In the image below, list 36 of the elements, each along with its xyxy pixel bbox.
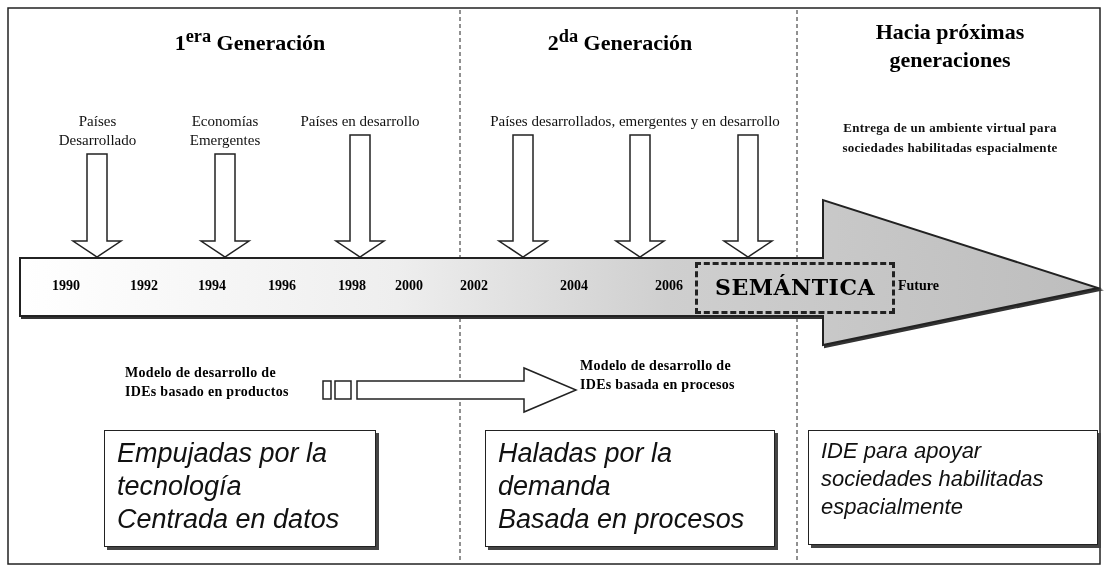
block-arrow bbox=[322, 366, 578, 414]
box-text: IDE para apoyar sociedades habilitadas espacialmente bbox=[821, 437, 1045, 521]
year-label: 1996 bbox=[268, 278, 296, 294]
block-arrow bbox=[333, 134, 387, 258]
country-label: Países desarrollados, emergentes y en desarrollo bbox=[480, 112, 790, 131]
country-label: Países Desarrollado bbox=[40, 112, 155, 150]
box-text: Basada en procesos bbox=[498, 503, 746, 536]
country-label: Economías Emergentes bbox=[165, 112, 285, 150]
dashed-highlight-box: SEMÁNTICA bbox=[695, 262, 895, 314]
box-text: Empujadas por la tecnología bbox=[117, 437, 329, 503]
block-arrow bbox=[613, 134, 667, 258]
year-label: 2004 bbox=[560, 278, 588, 294]
year-label: 1992 bbox=[130, 278, 158, 294]
block-arrow bbox=[496, 134, 550, 258]
block-arrow bbox=[198, 153, 252, 258]
model-label: Modelo de desarrollo de IDEs basado en productos bbox=[125, 363, 305, 401]
model-label: Modelo de desarrollo de IDEs basada en procesos bbox=[580, 356, 760, 394]
year-label: 2002 bbox=[460, 278, 488, 294]
year-label: Future bbox=[898, 278, 939, 294]
year-label: 2006 bbox=[655, 278, 683, 294]
block-arrow bbox=[721, 134, 775, 258]
description-text: Entrega de un ambiente virtual para sociedades habilitadas espacialmente bbox=[841, 119, 1059, 157]
box-text: Haladas por la demanda bbox=[498, 437, 674, 503]
country-label: Países en desarrollo bbox=[300, 112, 420, 131]
generation-heading: 2$^{da}$ Generación bbox=[546, 25, 694, 58]
description-box bbox=[104, 430, 376, 547]
year-label: 2000 bbox=[395, 278, 423, 294]
year-label: 1990 bbox=[52, 278, 80, 294]
generation-heading: 1$^{era}$ Generación bbox=[173, 25, 327, 58]
description-box bbox=[808, 430, 1098, 545]
generation-heading: Hacia próximas generaciones bbox=[874, 18, 1026, 74]
year-label: 1998 bbox=[338, 278, 366, 294]
description-box bbox=[485, 430, 775, 547]
box-text: Centrada en datos bbox=[117, 503, 341, 536]
year-label: 1994 bbox=[198, 278, 226, 294]
block-arrow bbox=[70, 153, 124, 258]
